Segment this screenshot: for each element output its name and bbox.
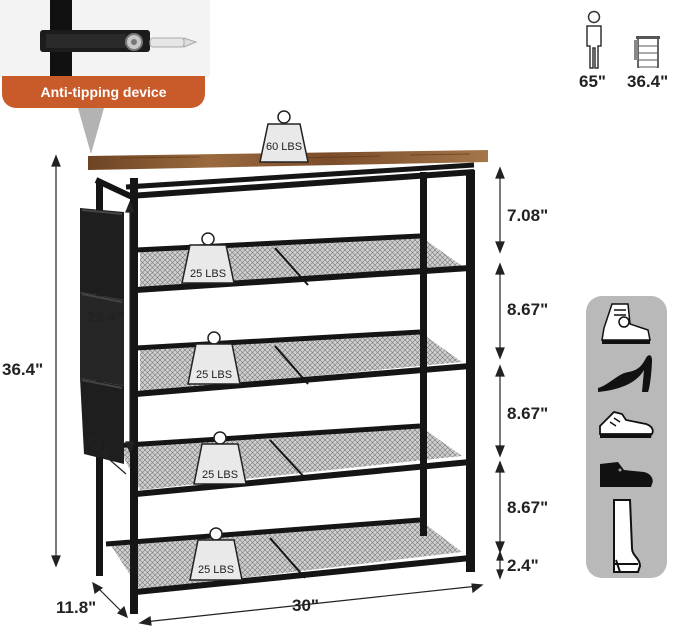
gap4-label: 8.67"	[507, 498, 549, 517]
pocket-height-label: 23.4"	[87, 309, 124, 326]
shelf4-weight-text: 25 LBS	[198, 564, 234, 576]
person-icon	[586, 10, 602, 69]
height-label: 36.4"	[2, 360, 44, 379]
shelf-2	[135, 329, 471, 397]
rack-mini-icon	[634, 36, 660, 68]
width-label: 30"	[292, 596, 319, 615]
top-weight-badge: 60 LBS	[259, 110, 309, 163]
rack-height-label: 36.4"	[627, 72, 669, 91]
shoe-types-panel	[586, 296, 667, 578]
gap-bottom-label: 2.4"	[507, 556, 539, 575]
shelf3-weight-badge: 25 LBS	[193, 431, 247, 485]
side-pockets	[80, 208, 124, 464]
anti-tipping-banner: Anti-tipping device	[2, 76, 205, 108]
shelf1-weight-badge: 25 LBS	[181, 232, 235, 284]
shelf-4	[105, 517, 471, 595]
shelf-3	[111, 423, 471, 497]
shelf2-weight-text: 25 LBS	[196, 369, 232, 381]
top-weight-text: 60 LBS	[266, 141, 302, 153]
anti-tipping-inset	[0, 0, 210, 76]
shelf1-weight-text: 25 LBS	[190, 268, 226, 280]
shelf4-weight-badge: 25 LBS	[189, 527, 243, 581]
sneaker-icon	[599, 411, 654, 438]
high-top-sneaker-icon	[601, 303, 651, 344]
dress-shoe-icon	[600, 462, 653, 487]
boot-icon	[613, 499, 642, 573]
gap1-label: 7.08"	[507, 206, 549, 225]
shelf2-weight-badge: 25 LBS	[187, 331, 241, 385]
shelf3-weight-text: 25 LBS	[202, 469, 238, 481]
anti-tipping-label: Anti-tipping device	[40, 84, 167, 100]
gap3-label: 8.67"	[507, 404, 549, 423]
high-heel-icon	[598, 355, 652, 392]
anti-tipping-strap-icon	[0, 0, 210, 76]
depth-label: 11.8"	[56, 598, 97, 617]
person-height-label: 65"	[579, 72, 606, 91]
gap2-label: 8.67"	[507, 300, 549, 319]
callout-pointer	[78, 108, 104, 154]
